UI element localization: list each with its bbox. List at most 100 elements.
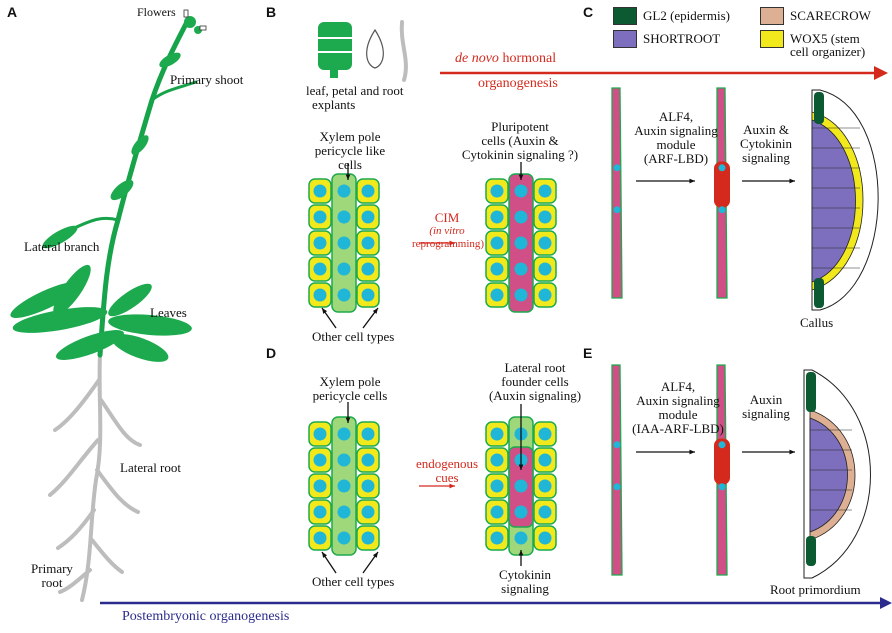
legend-swatch-gl2 (613, 7, 637, 25)
callus-shortroot (811, 119, 856, 283)
d-right-grid-nucleus (490, 479, 504, 493)
d-cyto-arrow-head (518, 550, 524, 556)
b-left-grid-nucleus (361, 236, 375, 250)
c-root-right-dot (718, 164, 726, 172)
legend-swatch-shortroot (613, 30, 637, 48)
d-right-grid-nucleus (538, 479, 552, 493)
primordium-shortroot (809, 417, 848, 533)
b-right-grid-nucleus (538, 236, 552, 250)
d-left-grid-nucleus (313, 453, 327, 467)
b-left-grid-nucleus (337, 184, 351, 198)
b-right-grid-nucleus (538, 262, 552, 276)
d-left-grid-nucleus (361, 427, 375, 441)
b-right-grid-nucleus (514, 288, 528, 302)
legend-swatch-wox5 (760, 30, 784, 48)
legend-label-scarecrow: SCARECROW (790, 8, 871, 23)
d-right-grid-nucleus (538, 505, 552, 519)
b-right-grid-nucleus (514, 184, 528, 198)
d-left-grid-nucleus (361, 479, 375, 493)
b-pluri-arrow-head (518, 174, 524, 180)
primordium-gl2-top (806, 372, 816, 412)
e-arrow-2-head (789, 449, 795, 455)
d-right-grid-nucleus (538, 453, 552, 467)
d-other-arrow-1-head (322, 552, 328, 558)
callus-gl2-bottom (814, 278, 824, 308)
lateral-root-label: Lateral root (120, 460, 181, 475)
b-other-arrow-1-head (322, 308, 328, 314)
c-root-left-dot (613, 164, 621, 172)
legend-swatch-scarecrow (760, 7, 784, 25)
b-left-grid-nucleus (313, 210, 327, 224)
b-left-grid-nucleus (361, 210, 375, 224)
b-left-grid-nucleus (313, 262, 327, 276)
e-root-left (611, 364, 623, 576)
d-right-grid-nucleus (490, 427, 504, 441)
b-right-grid-nucleus (490, 184, 504, 198)
c-arrow-2-head (789, 178, 795, 184)
d-other-cells-label: Other cell types (312, 574, 395, 589)
b-right-grid-nucleus (538, 288, 552, 302)
b-left-grid-nucleus (361, 184, 375, 198)
d-left-grid-nucleus (313, 427, 327, 441)
panel-label-c: C (583, 4, 594, 20)
panel-label-e: E (583, 345, 593, 361)
b-left-grid-nucleus (337, 236, 351, 250)
lateral-branch-label: Lateral branch (24, 239, 100, 254)
b-left-grid-nucleus (313, 184, 327, 198)
b-left-grid-nucleus (313, 288, 327, 302)
primordium-gl2-bottom (806, 536, 816, 566)
founder-nucleus (514, 505, 528, 519)
b-right-grid-nucleus (514, 210, 528, 224)
d-left-grid-nucleus (361, 531, 375, 545)
c-root-right-bulge (714, 161, 730, 208)
flowers-label: Flowers (137, 5, 176, 19)
d-founder-arrow-head (518, 464, 524, 470)
d-left-grid-nucleus (313, 505, 327, 519)
b-right-grid-nucleus (538, 184, 552, 198)
b-xylem-arrow-head (345, 174, 351, 180)
callus-gl2-top (814, 92, 824, 124)
b-right-grid-nucleus (490, 288, 504, 302)
legend-label-shortroot: SHORTROOT (643, 31, 721, 46)
panel-label-b: B (266, 4, 277, 20)
b-left-grid-nucleus (337, 288, 351, 302)
d-left-grid-nucleus (337, 479, 351, 493)
root-primordium-label: Root primordium (770, 582, 861, 597)
cim-arrow-head (449, 240, 455, 246)
b-other-cells-label: Other cell types (312, 329, 395, 344)
e-root-right-dot (718, 483, 726, 491)
c-root-left (611, 87, 623, 299)
e-root-right-bulge (714, 438, 730, 485)
primary-shoot-label: Primary shoot (170, 72, 244, 87)
e-root-right-dot (718, 441, 726, 449)
d-left-grid-nucleus (337, 427, 351, 441)
d-left-grid-nucleus (337, 453, 351, 467)
e-arrow-1-head (689, 449, 695, 455)
d-left-grid-nucleus (361, 505, 375, 519)
founder-nucleus (514, 479, 528, 493)
b-left-grid-nucleus (361, 262, 375, 276)
d-right-grid-nucleus (490, 453, 504, 467)
b-right-grid-nucleus (514, 236, 528, 250)
d-left-grid-nucleus (313, 479, 327, 493)
d-left-grid-nucleus (337, 531, 351, 545)
d-other-arrow-2-head (372, 552, 378, 558)
c-root-left-dot (613, 206, 621, 214)
panel-label-d: D (266, 345, 277, 361)
d-right-grid-nucleus (514, 531, 528, 545)
b-right-grid-nucleus (514, 262, 528, 276)
b-right-grid-nucleus (490, 236, 504, 250)
b-right-grid-nucleus (490, 210, 504, 224)
